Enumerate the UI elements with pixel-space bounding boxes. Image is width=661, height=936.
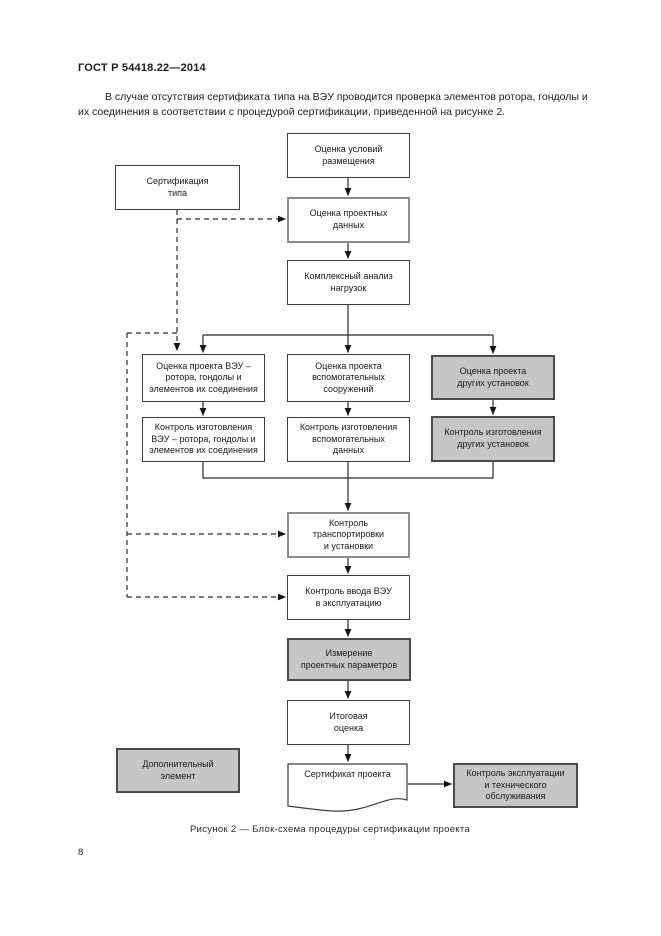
node-design-data: Оценка проектных данных <box>287 197 410 243</box>
node-other-control: Контроль изготовления других установок <box>431 416 555 462</box>
node-maintenance-control: Контроль эксплуатации и технического обс… <box>453 763 578 808</box>
document-shape <box>287 763 408 812</box>
figure-caption: Рисунок 2 — Блок-схема процедуры сертифи… <box>189 824 471 835</box>
node-commissioning-control: Контроль ввода ВЭУ в эксплуатацию <box>287 575 410 620</box>
node-rotor-assessment: Оценка проекта ВЭУ – ротора, гондолы и э… <box>142 354 265 402</box>
node-final-assessment: Итоговая оценка <box>287 700 410 745</box>
page-number: 8 <box>78 847 84 858</box>
document-header: ГОСТ Р 54418.22—2014 <box>78 62 206 74</box>
solid-flow-lines <box>199 178 497 788</box>
node-project-certificate-label: Сертификат проекта <box>304 769 391 779</box>
node-rotor-control: Контроль изготовления ВЭУ – ротора, гонд… <box>142 417 265 462</box>
node-other-assessment: Оценка проекта других установок <box>431 355 555 400</box>
node-aux-control: Контроль изготовления вспомогательных да… <box>287 417 410 462</box>
node-type-certification: Сертификация типа <box>115 165 240 210</box>
intro-paragraph: В случае отсутствия сертификата типа на … <box>78 91 588 118</box>
node-project-certificate: Сертификат проекта <box>287 763 408 813</box>
node-site-conditions: Оценка условий размещения <box>287 133 410 178</box>
node-aux-assessment: Оценка проекта вспомогательных сооружени… <box>287 354 410 402</box>
node-transport-control: Контроль транспортировки и установки <box>287 512 410 558</box>
node-parameter-measurement: Измерение проектных параметров <box>287 638 411 681</box>
dashed-flow-lines <box>126 210 286 601</box>
node-load-analysis: Комплексный анализ нагрузок <box>287 260 410 305</box>
legend-additional-element: Дополнительный элемент <box>116 748 240 793</box>
